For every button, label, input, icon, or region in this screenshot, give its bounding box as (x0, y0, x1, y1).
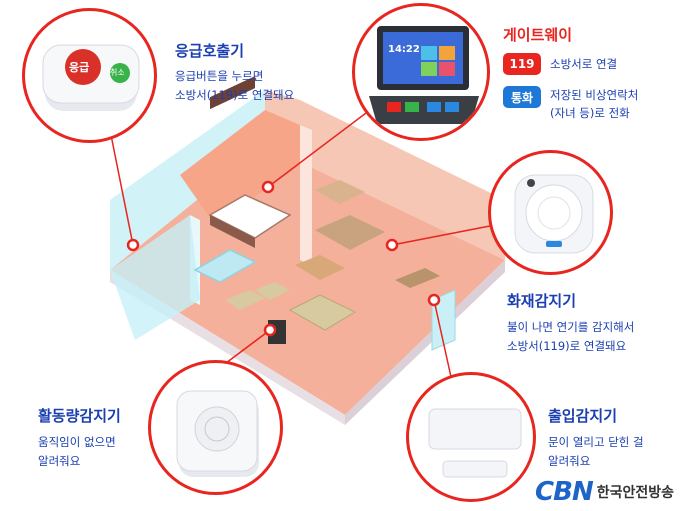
gateway-call-text-1: 저장된 비상연락처 (550, 88, 639, 102)
emergency-caller-callout: 응급 취소 (22, 8, 157, 143)
emergency-desc-2: 소방서(119)로 연결돼요 (175, 88, 295, 102)
gateway-119-row: 119 소방서로 연결 (503, 53, 617, 75)
gateway-call-text-2: (자녀 등)로 전화 (550, 106, 630, 120)
gateway-screen-time: 14:22 (388, 44, 420, 55)
cancel-button-label: 취소 (110, 68, 125, 77)
activity-detector-icon (176, 390, 259, 477)
fire-desc-2: 소방서(119)로 연결돼요 (507, 339, 627, 353)
activity-desc-1: 움직임이 없으면 (38, 435, 116, 449)
fire-detector-icon (514, 174, 594, 254)
gateway-title: 게이트웨이 (503, 26, 573, 44)
door-detector-icon (428, 408, 522, 478)
fire-title: 화재감지기 (507, 292, 577, 310)
door-desc-1: 문이 열리고 닫힌 걸 (548, 435, 644, 449)
emergency-caller-icon (42, 44, 140, 111)
logo-mark: CBN (535, 477, 594, 507)
activity-desc-2: 알려줘요 (38, 454, 81, 468)
gateway-callout: 14:22 (352, 3, 490, 141)
emergency-button-label: 응급 (69, 61, 90, 74)
door-desc-2: 알려줘요 (548, 454, 591, 468)
emergency-title: 응급호출기 (175, 42, 245, 60)
fire-detector-callout (488, 150, 613, 275)
gateway-device-icon (369, 26, 479, 124)
gateway-call-row: 통화 저장된 비상연락처 (자녀 등)로 전화 (503, 86, 638, 122)
gateway-call-badge: 통화 (503, 86, 541, 108)
activity-title: 활동량감지기 (38, 407, 121, 425)
emergency-desc-1: 응급버튼을 누르면 (175, 69, 264, 83)
gateway-119-badge: 119 (503, 53, 541, 75)
logo-text: 한국안전방송 (596, 485, 674, 501)
fire-desc-1: 불이 나면 연기를 감지해서 (507, 320, 635, 334)
gateway-119-text: 소방서로 연결 (550, 57, 618, 71)
door-title: 출입감지기 (548, 407, 618, 425)
broadcaster-logo: CBN 한국안전방송 (535, 477, 674, 507)
door-detector-callout (406, 372, 536, 502)
activity-detector-callout (148, 360, 283, 495)
